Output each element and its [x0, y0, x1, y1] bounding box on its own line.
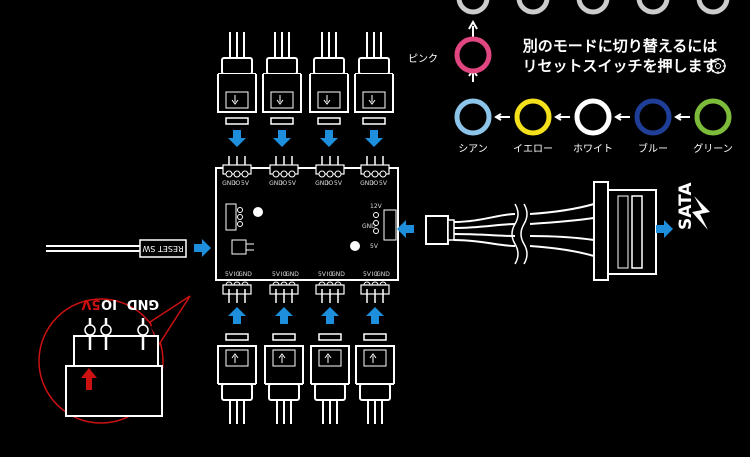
bottom-pin-label-1-1: IO	[281, 271, 288, 278]
bottom-connector-2	[264, 333, 304, 425]
hub-left-header	[225, 203, 254, 255]
instruction-line-2: リセットスイッチを押します	[522, 57, 718, 75]
color-label-1: シアン	[458, 144, 488, 155]
inset-pin-gnd: GND	[127, 296, 160, 311]
color-ring-0	[454, 36, 492, 74]
arrow-right-reset-icon	[194, 239, 211, 257]
instruction-line-1: 別のモードに切り替えるには	[522, 37, 718, 55]
top-pin-label-2-0: GND	[315, 180, 329, 187]
power-pin-label-gnd: GND	[362, 223, 376, 230]
arrow-up-4-icon	[366, 307, 384, 324]
arrow-up-1-icon	[228, 307, 246, 324]
hub-header-top-1	[222, 155, 252, 178]
hub-header-top-3	[315, 155, 345, 178]
pin-inset: 5V IO GND	[38, 295, 191, 424]
top-pin-label-1-0: GND	[269, 180, 283, 187]
hub-power-header: 12V GND 5V	[362, 203, 397, 250]
color-ring-3	[574, 98, 612, 136]
bottom-pin-label-3-2: GND	[376, 271, 390, 278]
top-pin-label-3-1: IO	[372, 180, 379, 187]
top-connector-3	[309, 31, 349, 125]
top-pin-label-3-2: 5V	[379, 180, 388, 187]
bottom-pin-label-1-2: GND	[285, 271, 299, 278]
bottom-pin-label-0-2: GND	[238, 271, 252, 278]
color-label-2: イエロー	[513, 144, 553, 155]
arrow-up-2-icon	[275, 307, 293, 324]
bottom-connector-1	[217, 333, 257, 425]
bottom-pin-label-3-0: 5V	[363, 271, 372, 278]
arrow-down-1-icon	[228, 130, 246, 147]
inset-pin-5v: 5V	[81, 296, 100, 311]
top-pin-label-0-0: GND	[222, 180, 236, 187]
top-connectors	[217, 31, 394, 125]
bottom-connectors	[217, 333, 395, 425]
mode-switch-instructions: 別のモードに切り替えるには リセットスイッチを押します	[510, 36, 730, 76]
top-pin-label-2-1: IO	[327, 180, 334, 187]
power-pin-label-5v: 5V	[370, 243, 379, 250]
red-arrow-icon	[86, 376, 92, 390]
bottom-connector-3	[310, 333, 350, 425]
sata-cable	[397, 181, 710, 281]
color-ring-2	[514, 98, 552, 136]
top-pin-label-1-2: 5V	[288, 180, 297, 187]
color-cycle	[454, 0, 732, 136]
bottom-pin-label-0-0: 5V	[225, 271, 234, 278]
top-pin-label-1-1: IO	[281, 180, 288, 187]
color-label-3: ホワイト	[573, 144, 613, 155]
hub-mount-hole-1	[253, 207, 263, 217]
cycle-arrows	[494, 113, 690, 121]
bottom-connector-4	[355, 333, 395, 425]
bottom-pin-label-2-1: IO	[327, 271, 334, 278]
top-connector-2	[262, 31, 302, 125]
color-label-5: グリーン	[693, 144, 733, 155]
bottom-pin-label-0-1: IO	[234, 271, 241, 278]
hub-header-bottom-3	[315, 281, 345, 304]
arrow-right-sata-icon	[656, 220, 673, 238]
arrow-down-4-icon	[365, 130, 383, 147]
top-connector-1	[217, 31, 257, 125]
hub-pcb	[215, 167, 399, 281]
bottom-pin-label-2-0: 5V	[318, 271, 327, 278]
top-pin-label-0-2: 5V	[241, 180, 250, 187]
reset-gear-icon	[710, 58, 726, 74]
top-pin-label-2-2: 5V	[334, 180, 343, 187]
color-ring-4	[634, 98, 672, 136]
color-ring-1	[454, 98, 492, 136]
top-connector-4	[354, 31, 394, 125]
arrow-up-3-icon	[321, 307, 339, 324]
reset-switch-cable: RESET SW	[46, 239, 211, 258]
bottom-pin-label-1-0: 5V	[272, 271, 281, 278]
inset-pin-io: IO	[101, 296, 117, 311]
hub-header-bottom-1	[222, 281, 252, 304]
hub-header-top-4	[360, 155, 390, 178]
hub-header-bottom-4	[360, 281, 390, 304]
bottom-arrows	[228, 307, 384, 324]
reset-sw-label: RESET SW	[142, 244, 183, 253]
color-ring-5	[694, 98, 732, 136]
color-label-0: ピンク	[408, 54, 438, 65]
bottom-pin-label-2-2: GND	[331, 271, 345, 278]
sata-label: SATA	[676, 182, 696, 230]
top-pin-label-0-1: IO	[234, 180, 241, 187]
power-pin-label-12v: 12V	[370, 203, 383, 210]
arrow-left-power-icon	[397, 220, 414, 238]
hub-header-bottom-2	[269, 281, 299, 304]
arrow-down-2-icon	[273, 130, 291, 147]
top-pin-label-3-0: GND	[360, 180, 374, 187]
top-arrows	[228, 130, 383, 147]
hub-mount-hole-2	[350, 241, 360, 251]
hub-header-top-2	[269, 155, 299, 178]
color-label-4: ブルー	[638, 144, 668, 155]
arrow-down-3-icon	[320, 130, 338, 147]
bottom-pin-label-3-1: IO	[372, 271, 379, 278]
lightning-icon	[692, 196, 710, 230]
